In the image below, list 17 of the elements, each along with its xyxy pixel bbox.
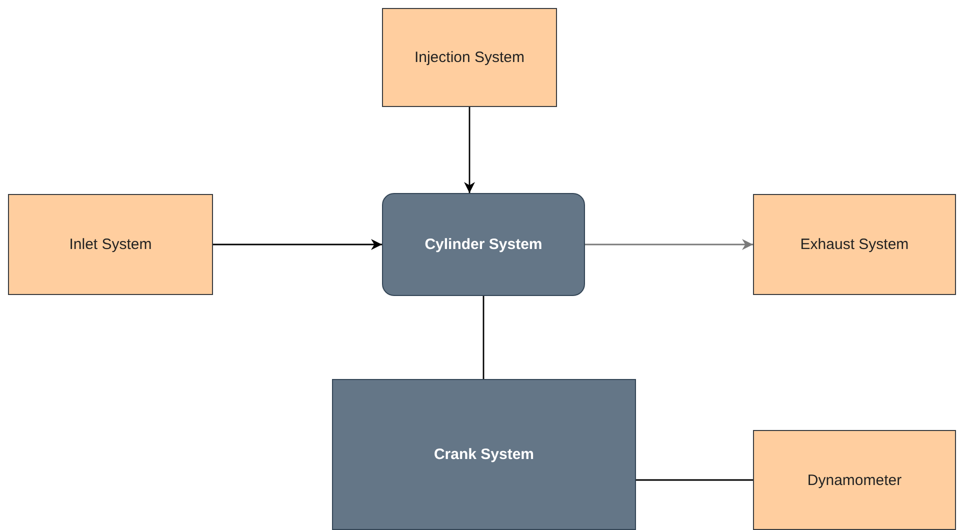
node-label: Crank System [434, 446, 534, 463]
connector-line [636, 479, 753, 481]
arrow [464, 107, 475, 193]
system-box [8, 194, 213, 295]
system-box [753, 430, 956, 530]
node-label: Exhaust System [800, 236, 909, 253]
system-box [382, 8, 557, 107]
system-block [332, 379, 636, 530]
node-label: Injection System [414, 49, 525, 66]
node-label: Dynamometer [807, 472, 902, 488]
connector-line [482, 296, 484, 379]
system-block [382, 193, 585, 296]
arrow [585, 239, 753, 250]
system-box [753, 194, 956, 295]
arrow [213, 239, 382, 250]
node-label: Inlet System [69, 236, 152, 253]
node-label: Cylinder System [424, 236, 542, 253]
